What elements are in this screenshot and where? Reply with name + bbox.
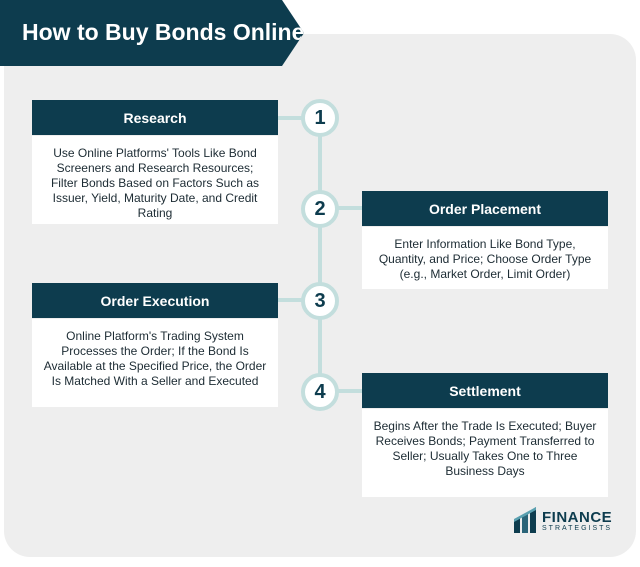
step-1-heading: Research <box>32 100 278 135</box>
step-1-number: 1 <box>301 99 339 137</box>
step-4-number: 4 <box>301 373 339 411</box>
logo-wordmark: FINANCE <box>542 509 613 526</box>
timeline-line <box>318 118 322 394</box>
step-4-description: Begins After the Trade Is Executed; Buye… <box>362 409 608 497</box>
title-banner: How to Buy Bonds Online <box>0 0 304 66</box>
connector-step-2 <box>332 206 362 210</box>
logo-mark-icon <box>514 507 536 533</box>
connector-step-4 <box>332 389 362 393</box>
step-2-heading: Order Placement <box>362 191 608 226</box>
logo-subtitle: STRATEGISTS <box>542 525 613 532</box>
finance-strategists-logo: FINANCE STRATEGISTS <box>514 506 613 534</box>
page-title: How to Buy Bonds Online <box>22 19 305 45</box>
step-3-number: 3 <box>301 282 339 320</box>
step-1-description: Use Online Platforms' Tools Like Bond Sc… <box>32 136 278 224</box>
step-2-number: 2 <box>301 190 339 228</box>
connector-step-1 <box>278 116 308 120</box>
connector-step-3 <box>278 298 308 302</box>
step-3-heading: Order Execution <box>32 283 278 318</box>
step-3-description: Online Platform's Trading System Process… <box>32 319 278 407</box>
step-4-heading: Settlement <box>362 373 608 408</box>
step-2-description: Enter Information Like Bond Type, Quanti… <box>362 227 608 289</box>
